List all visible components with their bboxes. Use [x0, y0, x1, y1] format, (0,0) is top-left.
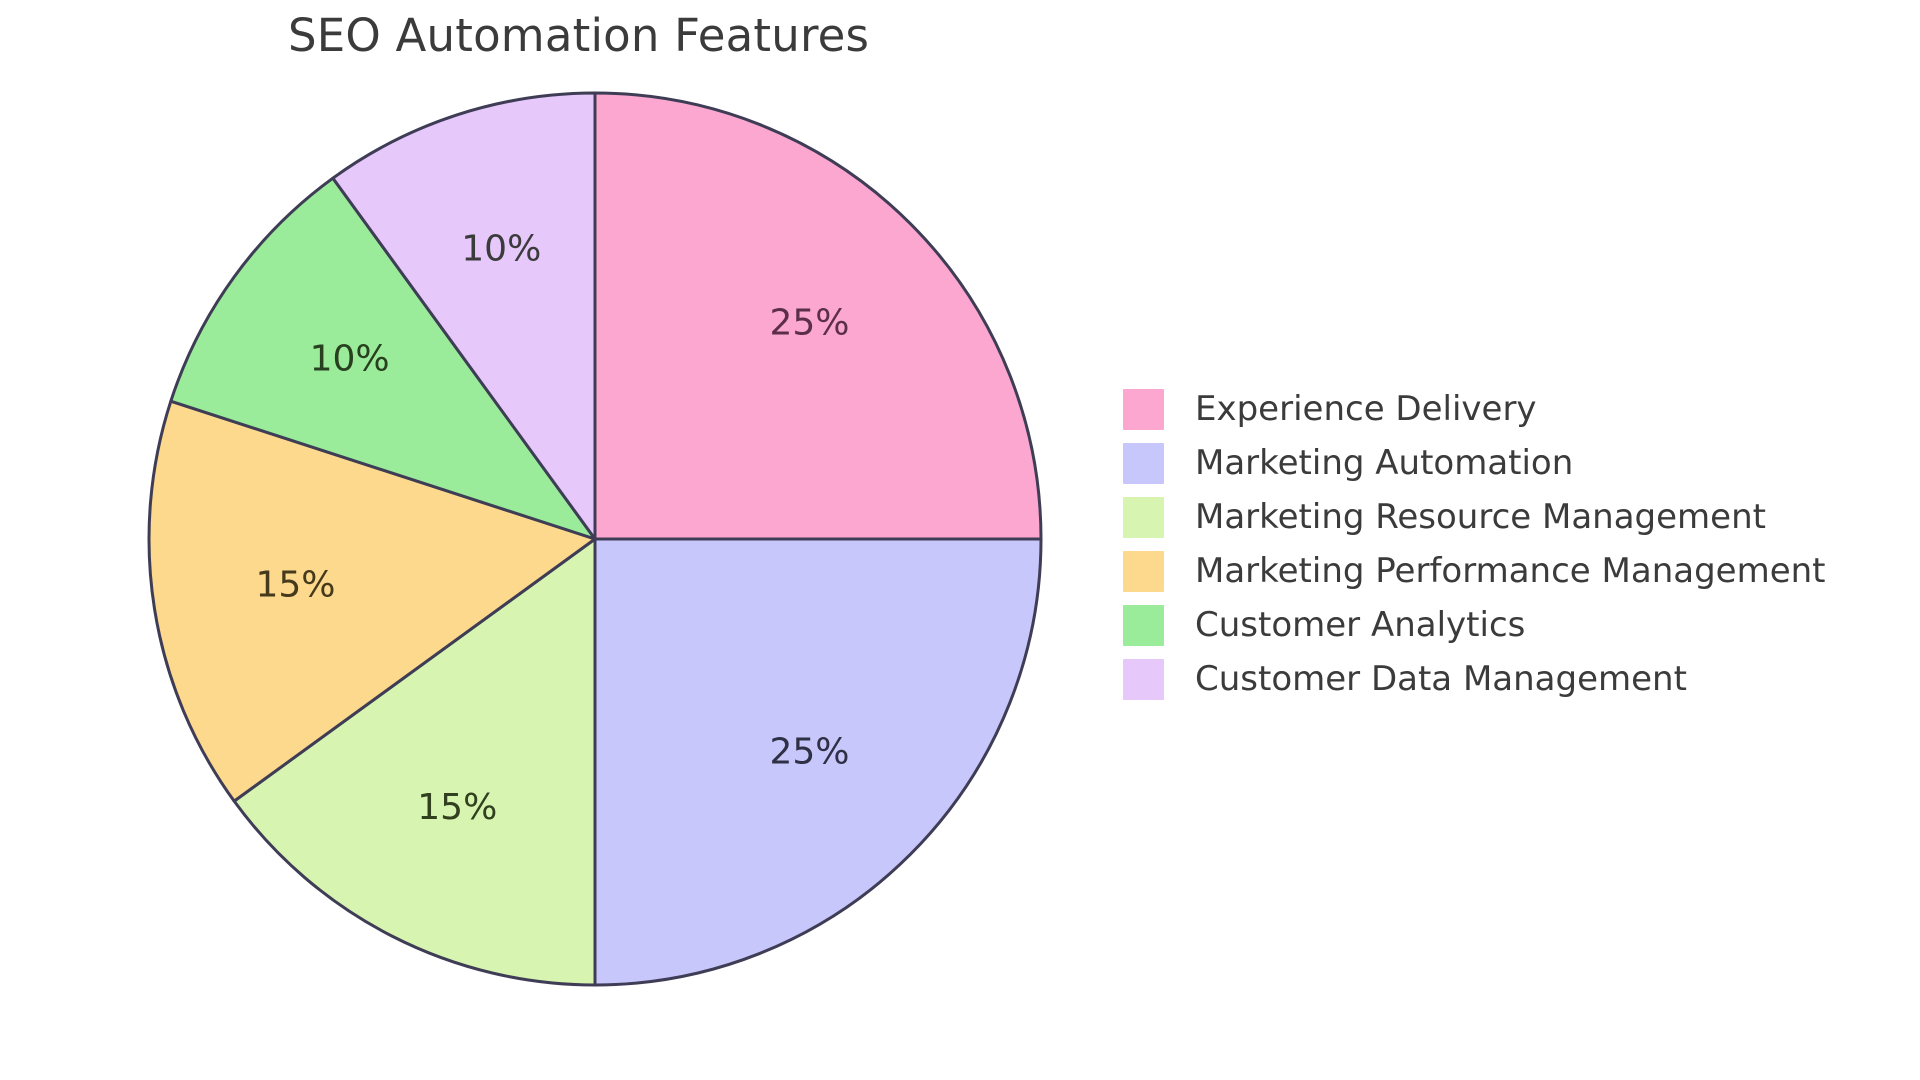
pie-slice[interactable]	[593, 91, 1043, 541]
legend-item-label: Marketing Automation	[1195, 443, 1574, 483]
legend-color-swatch	[1123, 604, 1164, 646]
pie-slice[interactable]	[147, 399, 597, 803]
legend-item[interactable]: Marketing Automation	[1123, 436, 1826, 490]
legend-item[interactable]: Customer Data Management	[1123, 652, 1826, 706]
pie-slice[interactable]	[169, 176, 597, 541]
legend-item[interactable]: Marketing Performance Management	[1123, 544, 1826, 598]
pie-slice-label: 25%	[769, 732, 849, 773]
pie-slices	[147, 91, 1043, 987]
legend-color-swatch	[1123, 388, 1164, 430]
legend-item[interactable]: Experience Delivery	[1123, 382, 1826, 436]
legend-color-swatch	[1123, 658, 1164, 700]
pie-slice[interactable]	[232, 537, 597, 987]
pie-chart: 25% 25% 15% 15% 10% 10%	[147, 91, 1043, 987]
pie-slice[interactable]	[331, 91, 597, 541]
legend-item[interactable]: Customer Analytics	[1123, 598, 1826, 652]
pie-slice-label: 25%	[769, 303, 849, 344]
legend-color-swatch	[1123, 442, 1164, 484]
legend-color-swatch	[1123, 496, 1164, 538]
pie-slice-label: 10%	[310, 339, 390, 380]
pie-slice[interactable]	[593, 537, 1043, 987]
pie-slice-label: 10%	[461, 229, 541, 270]
page-title: SEO Automation Features	[288, 9, 870, 62]
pie-slice-label: 15%	[417, 787, 497, 828]
legend-color-swatch	[1123, 550, 1164, 592]
pie-slice-label: 15%	[255, 564, 335, 605]
legend-item-label: Marketing Performance Management	[1195, 551, 1826, 591]
legend-item-label: Customer Analytics	[1195, 605, 1526, 645]
pie-slice-labels: 25% 25% 15% 15% 10% 10%	[255, 229, 849, 829]
legend-item-label: Experience Delivery	[1195, 389, 1537, 429]
legend-item-label: Marketing Resource Management	[1195, 497, 1766, 537]
legend-item-label: Customer Data Management	[1195, 659, 1687, 699]
legend-item[interactable]: Marketing Resource Management	[1123, 490, 1826, 544]
pie-chart-svg: 25% 25% 15% 15% 10% 10%	[147, 91, 1043, 987]
